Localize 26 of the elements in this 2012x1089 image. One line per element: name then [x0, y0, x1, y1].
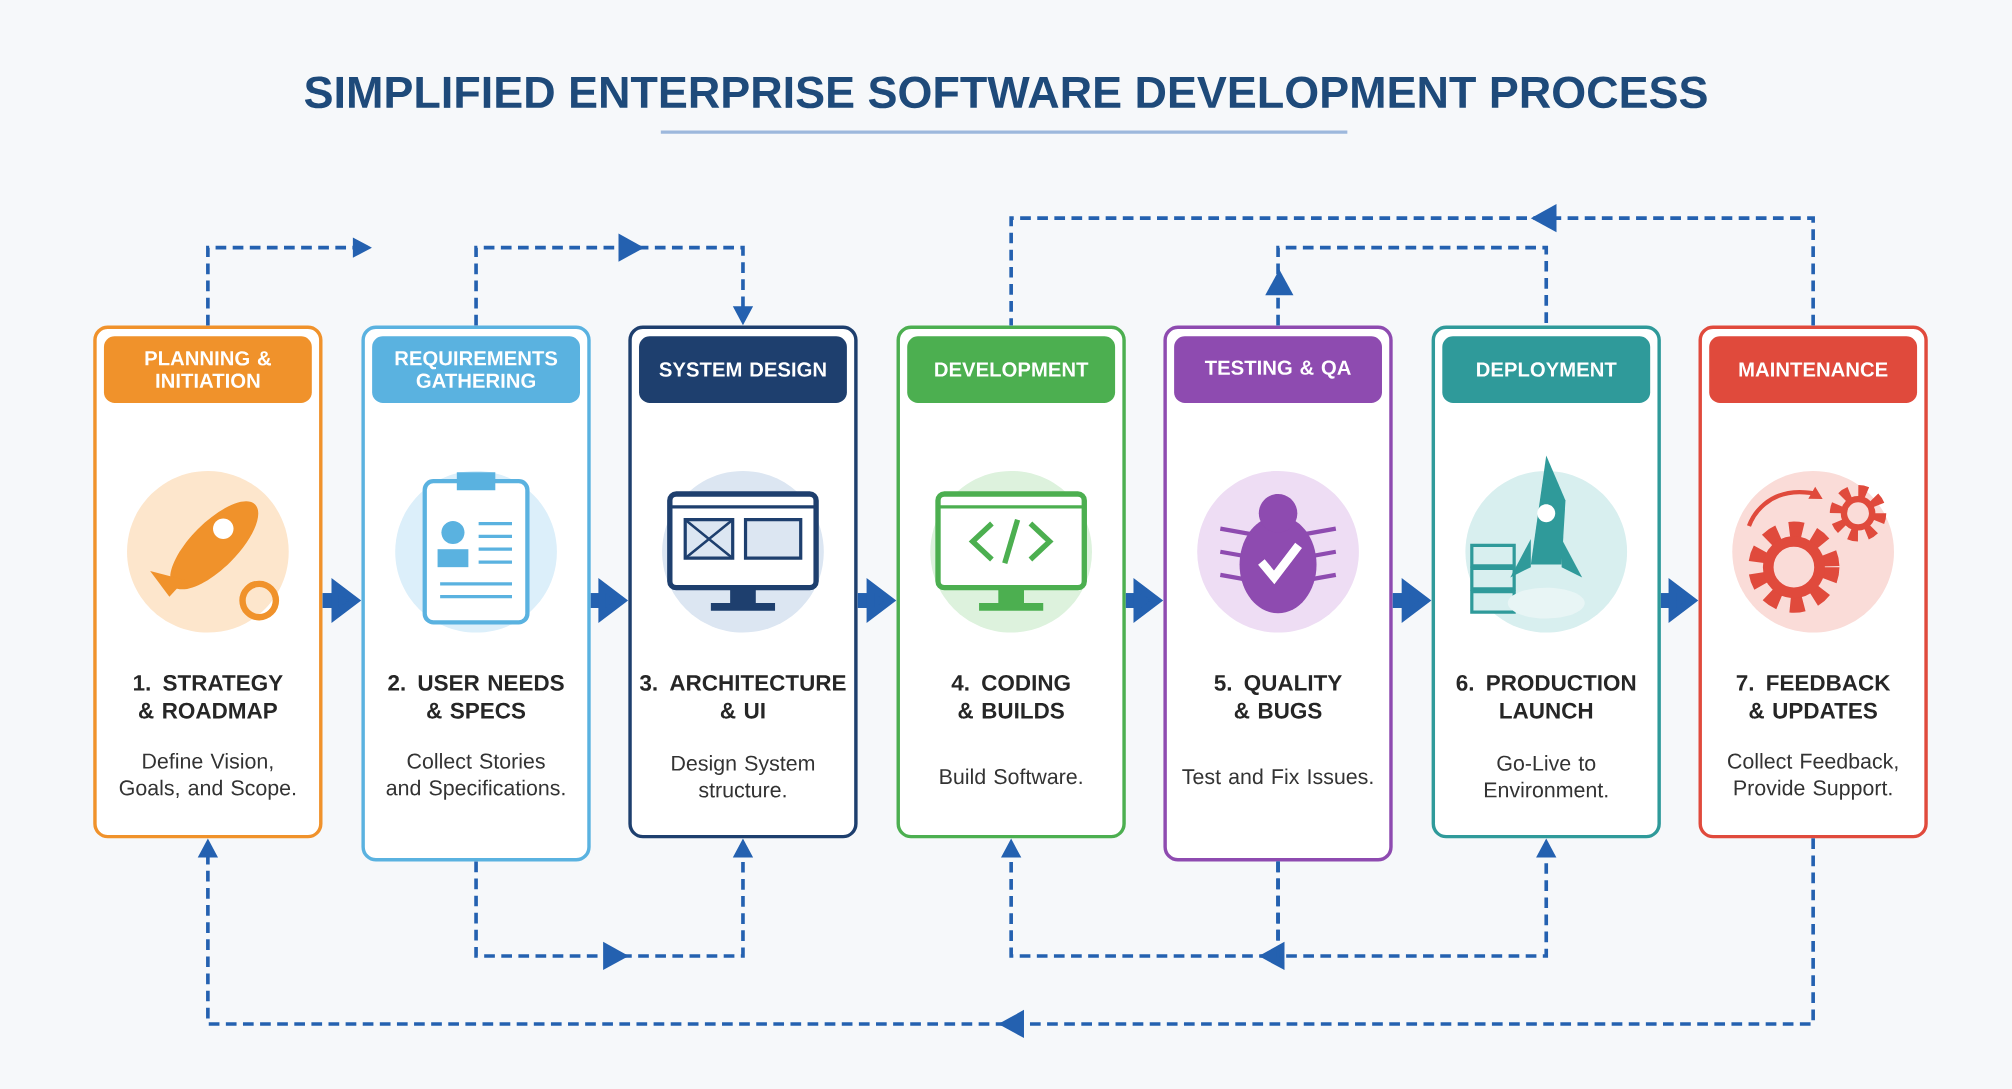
header-tab: REQUIREMENTS GATHERING	[372, 336, 580, 403]
header-tab: DEVELOPMENT	[907, 336, 1116, 403]
step-title: 4. CODING & BUILDS	[951, 674, 1070, 719]
step-title: 3. ARCHITECTURE & UI	[639, 674, 846, 719]
step-title: 2. USER NEEDS & SPECS	[388, 674, 564, 719]
step-description: Design System structure.	[672, 754, 815, 798]
step-description: Build Software.	[940, 768, 1082, 784]
header-tab: TESTING & QA	[1174, 336, 1382, 403]
dashed-arrow	[197, 838, 1815, 1038]
step-description: Define Vision, Goals, and Scope.	[119, 752, 296, 800]
dashed-arrow	[1009, 203, 1815, 326]
dashed-arrow	[474, 233, 754, 326]
step-description: Go-Live to Environment.	[1485, 754, 1608, 798]
header-tab: SYSTEM DESIGN	[639, 336, 847, 403]
header-tab: DEPLOYMENT	[1442, 336, 1651, 403]
step-description: Test and Fix Issues.	[1182, 768, 1373, 784]
step-title: 6. PRODUCTION LAUNCH	[1456, 674, 1636, 719]
step-description: Collect Feedback, Provide Support.	[1728, 752, 1898, 800]
step-title: 1. STRATEGY & ROADMAP	[134, 674, 283, 719]
header-tab: MAINTENANCE	[1709, 336, 1918, 403]
step-title: 7. FEEDBACK & UPDATES	[1736, 674, 1891, 719]
title: SIMPLIFIED ENTERPRISE SOFTWARE DEVELOPMENT PROCESS	[304, 76, 1707, 109]
header-tab: PLANNING & INITIATION	[103, 336, 312, 403]
step-title: 5. QUALITY & BUGS	[1214, 674, 1342, 719]
step-description: Collect Stories and Specifications.	[386, 752, 565, 800]
dashed-arrow	[1265, 245, 1549, 326]
